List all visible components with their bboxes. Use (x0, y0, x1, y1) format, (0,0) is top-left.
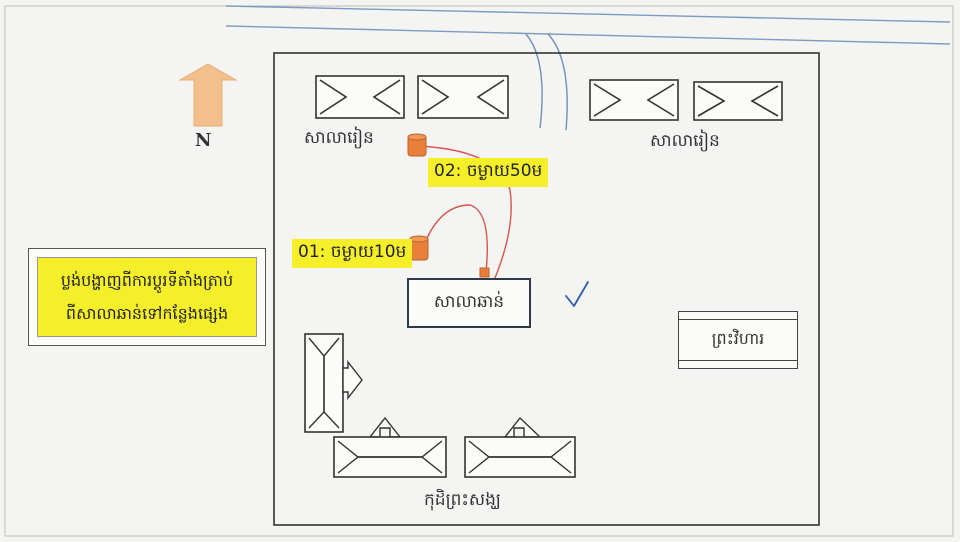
stream-line-2 (547, 33, 568, 131)
plan-note-highlight: ប្លង់បង្ហាញពីការប្តូរទីតាំងត្រាប់ ពីសាលា… (37, 257, 257, 337)
monk-quarters-label: កុដិព្រះសង្ឃ (424, 488, 501, 511)
plan-note-line-1: ប្លង់បង្ហាញពីការប្តូរទីតាំងត្រាប់ (60, 271, 234, 290)
monk-quarter-building-vertical (304, 333, 363, 433)
checkmark-icon (565, 281, 589, 307)
monk-quarter-building-2 (464, 416, 576, 478)
road-line-top (225, 5, 951, 23)
marker-small-1 (479, 267, 490, 278)
marker-01-icon (409, 235, 429, 261)
temple-label: ព្រះវិហារ (711, 329, 765, 348)
classroom-building-4 (693, 81, 783, 121)
main-hall: សាលាឆាន់ (407, 278, 531, 328)
page-frame (4, 5, 954, 537)
temple-building: ព្រះវិហារ (678, 311, 798, 369)
plan-note-line-2: ពីសាលាឆាន់ទៅកន្លែងផ្សេង (65, 304, 229, 323)
plan-note-box: ប្លង់បង្ហាញពីការប្តូរទីតាំងត្រាប់ ពីសាលា… (28, 248, 266, 346)
distance-label-01: 01: ចម្ងាយ10ម (292, 239, 413, 268)
main-hall-label: សាលាឆាន់ (433, 291, 505, 312)
north-arrow-icon: N (178, 63, 238, 151)
classroom-building-2 (417, 75, 509, 119)
north-letter: N (195, 130, 211, 151)
classroom-building-1 (315, 75, 405, 119)
classroom-right-label: សាលារៀន (650, 129, 720, 152)
classroom-building-3 (589, 79, 679, 121)
distance-label-02: 02: ចម្ងាយ50ម (428, 158, 549, 187)
monk-quarter-building-1 (333, 416, 447, 478)
temple-inner: ព្រះវិហារ (679, 319, 797, 361)
connector-01 (423, 204, 488, 273)
stream-line-1 (525, 33, 543, 129)
classroom-left-label: សាលារៀន (304, 126, 374, 149)
road-line-bottom (225, 25, 951, 45)
marker-02-icon (407, 133, 427, 157)
compound-boundary (273, 52, 820, 526)
connector-02 (417, 145, 512, 286)
